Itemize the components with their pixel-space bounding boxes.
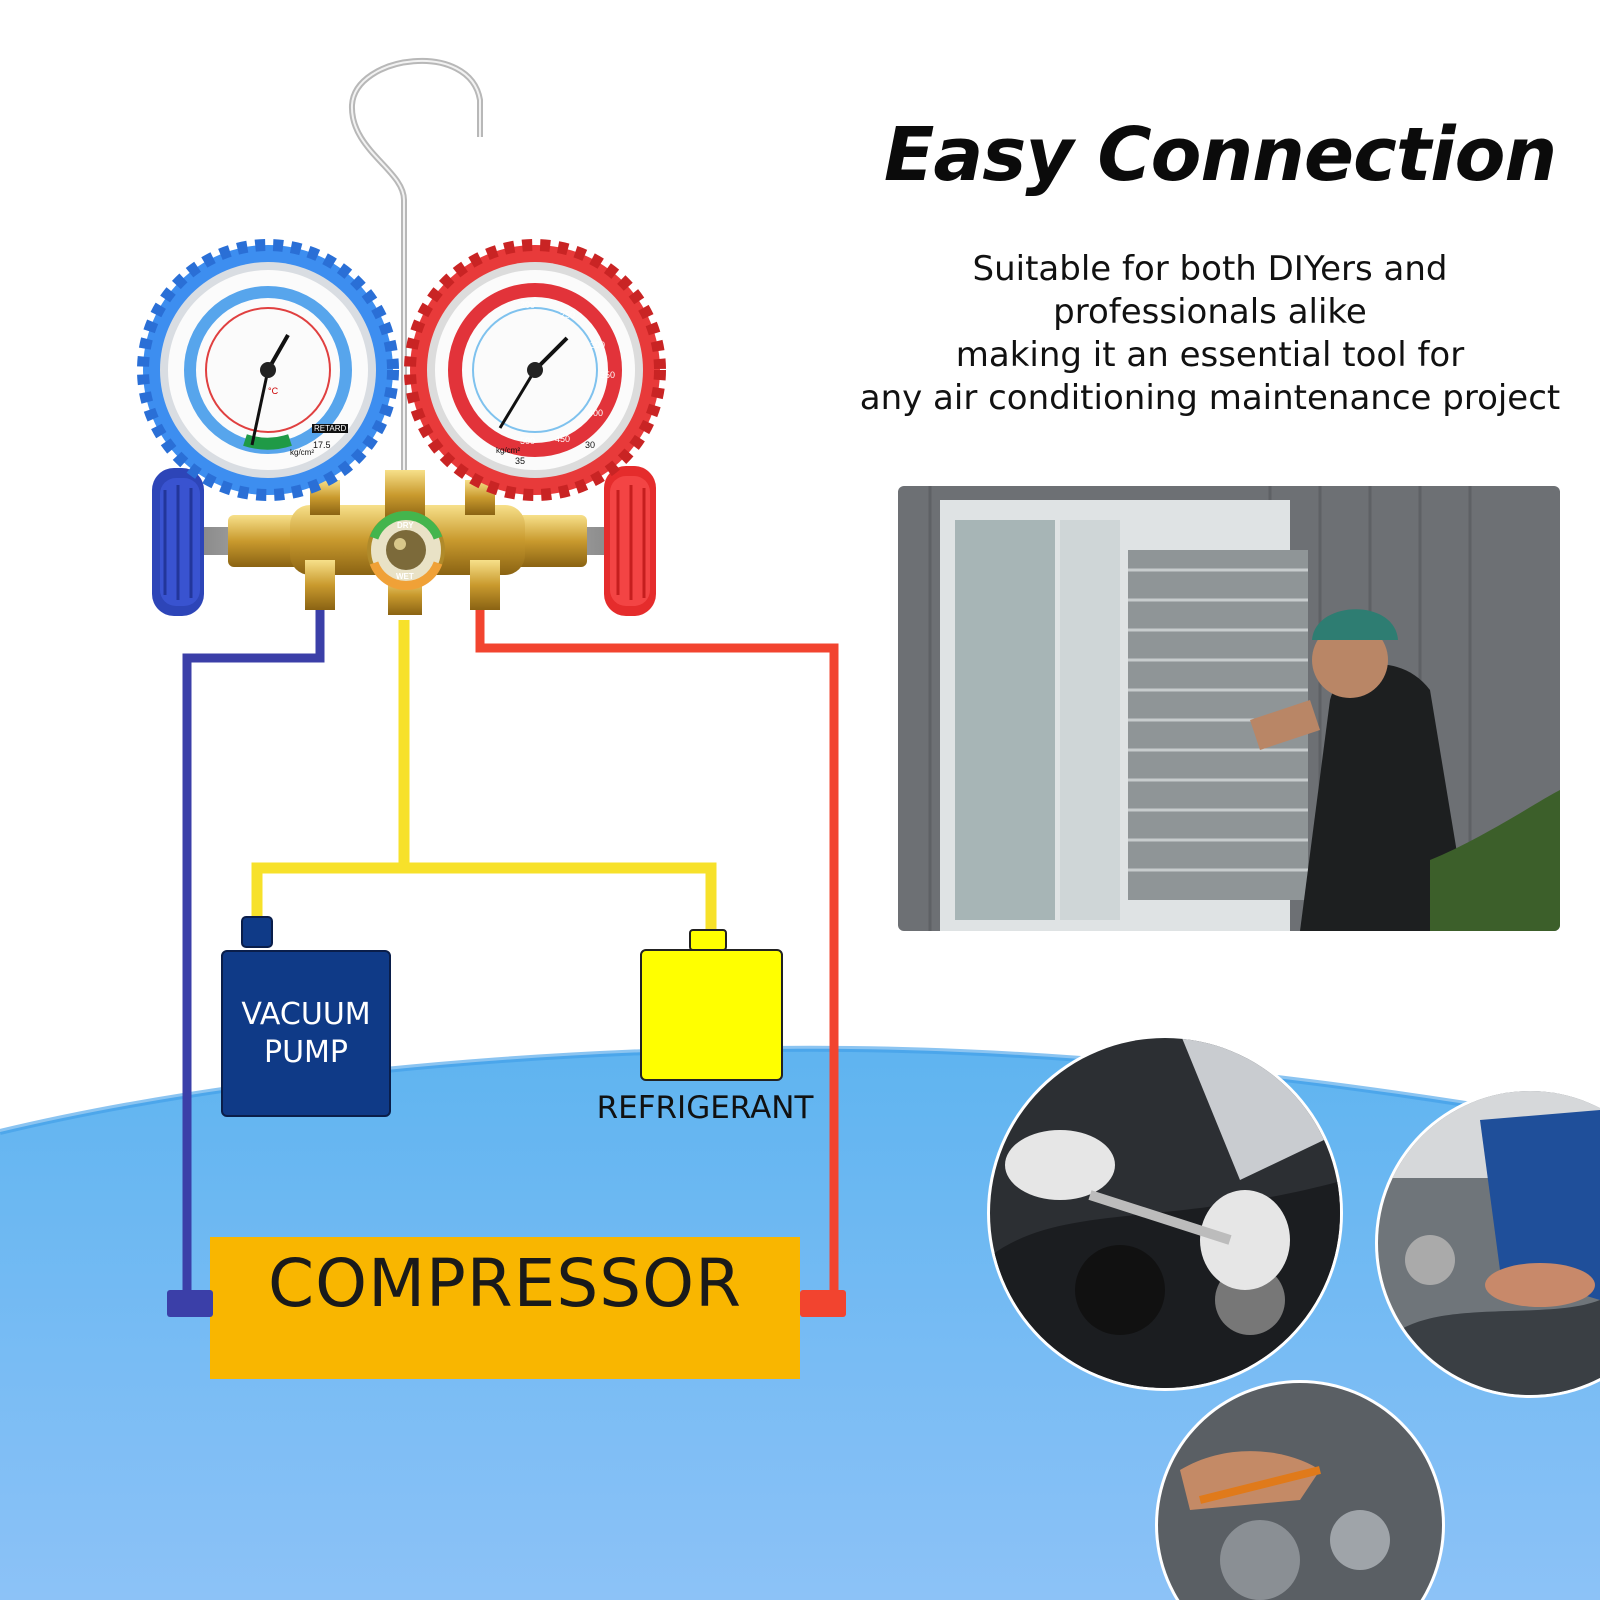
engine-repair-photo-2	[1375, 1088, 1600, 1398]
ac-technician-photo	[898, 486, 1560, 931]
high-gauge-300-mark: 300	[590, 340, 606, 350]
high-gauge-350-mark: 350	[600, 370, 616, 380]
compressor	[167, 1237, 846, 1379]
high-gauge-200-mark: 200	[520, 300, 536, 310]
low-gauge-value-mark: 17.5	[313, 440, 331, 450]
description-line: making it an essential tool for	[955, 335, 1465, 375]
high-gauge-250-mark: 250	[560, 310, 576, 320]
high-side-hose	[475, 605, 839, 1290]
description-line: Suitable for both DIYers and	[972, 249, 1448, 289]
high-side-valve-knob	[604, 466, 656, 616]
description-line: professionals alike	[1053, 292, 1367, 332]
description-text: Suitable for both DIYers and professiona…	[820, 248, 1600, 420]
high-gauge-unit-mark: kg/cm²	[496, 446, 520, 455]
headline: Easy Connection	[883, 112, 1557, 198]
high-gauge-400-mark: 400	[588, 408, 604, 418]
low-side-valve-knob	[152, 468, 204, 616]
low-gauge-unit-mark: kg/cm²	[290, 448, 314, 457]
high-gauge-35-mark: 35	[515, 456, 526, 466]
low-gauge-retard-mark: RETARD	[312, 424, 349, 433]
engine-repair-photo-1	[987, 1035, 1343, 1391]
refrigerant-label: REFRIGERANT	[596, 1090, 814, 1126]
low-side-gauge	[137, 239, 399, 501]
engine-repair-photo-3	[1155, 1380, 1445, 1600]
description-line: any air conditioning maintenance project	[859, 378, 1561, 418]
charging-hose	[251, 620, 717, 932]
sight-glass-wet-label: WET	[396, 572, 414, 581]
refrigerant-tank	[640, 929, 783, 1081]
high-gauge-30-mark: 30	[585, 440, 596, 450]
high-gauge-500-mark: 500	[520, 436, 536, 446]
high-side-gauge	[404, 239, 666, 501]
vacuum-pump	[221, 916, 391, 1117]
vacuum-pump-label: VACUUM PUMP	[241, 997, 371, 1070]
compressor-label: COMPRESSOR	[268, 1245, 742, 1322]
high-gauge-450-mark: 450	[555, 434, 571, 444]
low-gauge-celsius-mark: °C	[268, 386, 279, 396]
low-side-hose	[182, 605, 325, 1290]
sight-glass-dry-label: DRY	[397, 521, 414, 530]
sight-glass	[367, 510, 445, 591]
